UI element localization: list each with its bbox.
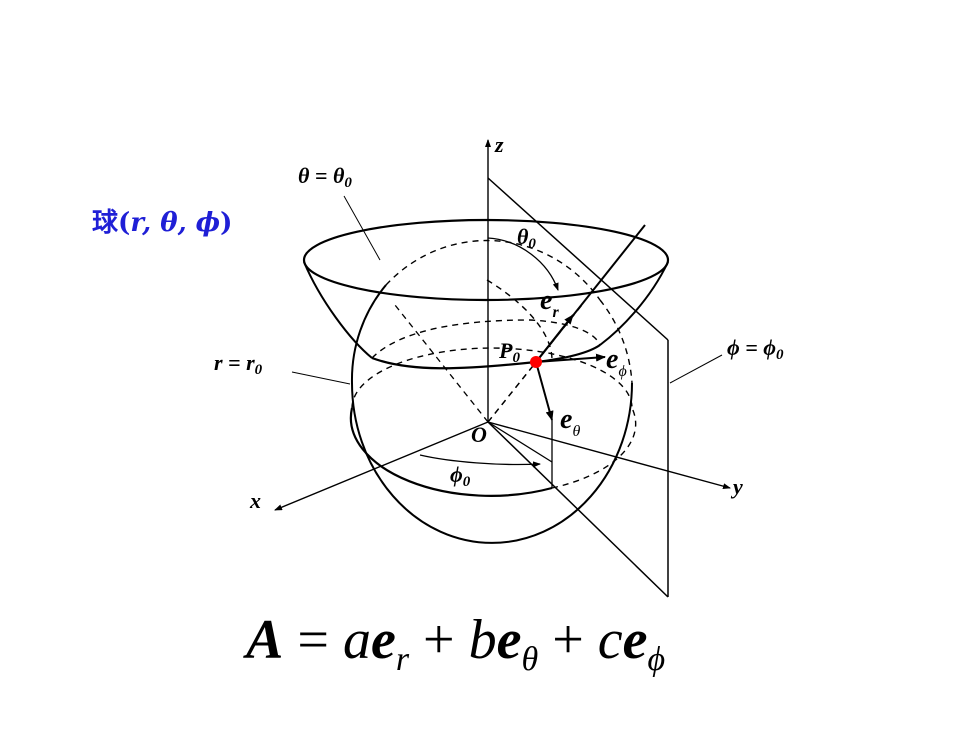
equator-front-hidden [551, 407, 637, 489]
theta0-angle-label: θ0 [517, 224, 536, 252]
sphere-upper-hidden [385, 239, 601, 301]
theta-cone-text: θ = θ [298, 163, 345, 188]
e-phi-text: e [606, 344, 618, 375]
cone-surface [302, 218, 670, 370]
cone-left-side [303, 261, 373, 359]
cone-rim [302, 218, 670, 302]
formula-sub-theta: θ [522, 641, 539, 678]
e-phi-sub: ϕ [618, 363, 626, 380]
sphere-label: r = r0 [214, 350, 263, 378]
theta0-angle-sub: 0 [528, 236, 536, 252]
equator-back [351, 347, 633, 409]
sphere-lower-outline [351, 382, 633, 544]
formula-c: c [598, 609, 623, 671]
formula-b: b [469, 609, 497, 671]
coordinate-system-title: 球(r, θ, ϕ) [92, 202, 232, 239]
phi0-angle-sub: 0 [463, 474, 471, 490]
e-r-vector [535, 314, 574, 363]
sphere-text: r = r [214, 350, 255, 375]
formula-A: A [243, 609, 283, 671]
phi-plane-text: ϕ = ϕ [727, 335, 776, 360]
phi0-angle-label: ϕ0 [450, 462, 471, 490]
theta-cone-sub: 0 [344, 175, 352, 191]
angle-arcs [419, 237, 559, 468]
equator-front [349, 407, 553, 497]
formula-e1: e [371, 609, 396, 671]
p0-sub: 0 [512, 350, 520, 366]
theta0-angle-text: θ [517, 224, 529, 249]
y-axis [487, 421, 731, 490]
origin-label: O [471, 422, 487, 447]
unit-vectors [535, 314, 606, 421]
vector-formula: A = aer + beθ + ceϕ [243, 609, 665, 683]
formula-a: a [343, 609, 371, 671]
e-phi-vector [535, 353, 606, 363]
phi0-arc [419, 454, 541, 468]
meridian-hidden [486, 279, 553, 361]
e-r-label: er [540, 285, 559, 321]
formula-e3: e [623, 609, 648, 671]
p0-text: P [498, 338, 513, 363]
axes [274, 139, 731, 511]
p0-label: P0 [498, 338, 520, 366]
e-r-sub: r [552, 304, 559, 321]
e-theta-vector [535, 361, 554, 421]
phi-plane [487, 177, 669, 598]
title-vars: r, θ, ϕ [130, 208, 221, 238]
z-axis-label: z [494, 132, 504, 157]
formula-sub-r: r [396, 641, 410, 678]
cone-sphere-intersection [371, 344, 601, 370]
formula-plus1: + [423, 609, 455, 671]
cone-right-side [599, 261, 669, 346]
e-theta-text: e [560, 404, 572, 435]
phi0-angle-text: ϕ [450, 462, 463, 487]
sphere-sub: 0 [255, 362, 263, 378]
phi-plane-label: ϕ = ϕ0 [727, 335, 784, 363]
sphere-upper-outline-left [350, 284, 387, 384]
title-prefix: 球( [92, 208, 131, 238]
x-axis-label: x [249, 488, 261, 513]
formula-e2: e [497, 609, 522, 671]
y-axis-label: y [730, 474, 743, 499]
leader-lines [291, 195, 723, 385]
cone-intersection-hidden [371, 319, 601, 359]
formula-eq: = [297, 609, 329, 671]
phi-plane-sub: 0 [776, 347, 784, 363]
theta-cone-label: θ = θ0 [298, 163, 352, 191]
formula-sub-phi: ϕ [648, 641, 666, 678]
theta0-arc [487, 237, 559, 291]
e-theta-sub: θ [572, 423, 580, 440]
x-axis [274, 421, 489, 511]
e-r-text: e [540, 285, 552, 316]
point-p0 [530, 356, 542, 368]
sphere-surface [349, 239, 637, 544]
formula-plus2: + [552, 609, 584, 671]
e-phi-label: eϕ [606, 344, 627, 380]
sphere-right-hidden [599, 299, 633, 384]
title-suffix: ) [220, 208, 233, 238]
e-theta-label: eθ [560, 404, 580, 440]
